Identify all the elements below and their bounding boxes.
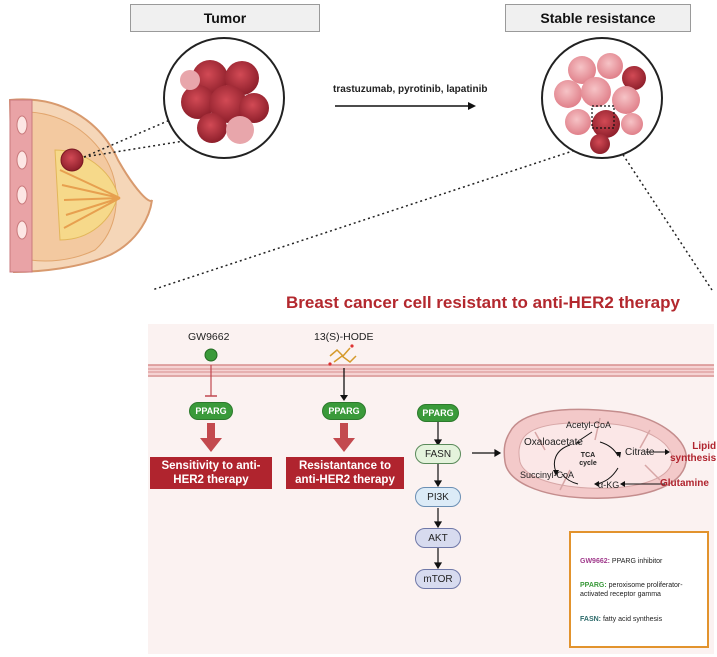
resistance-line2: anti-HER2 therapy bbox=[295, 474, 395, 486]
resistance-outcome-box: Resistantance to anti-HER2 therapy bbox=[286, 457, 404, 489]
red-arrow-middle bbox=[333, 423, 355, 452]
sensitivity-line2: HER2 therapy bbox=[173, 474, 249, 486]
resistance-line1: Resistantance to bbox=[298, 460, 392, 472]
hode-label: 13(S)-HODE bbox=[314, 331, 374, 343]
gw9662-label: GW9662 bbox=[188, 331, 230, 343]
pi3k-pill: PI3K bbox=[415, 487, 461, 507]
tca-line1: TCA bbox=[580, 452, 596, 459]
legend-fasn-desc: fatty acid synthesis bbox=[601, 616, 663, 623]
tumor-header: Tumor bbox=[130, 4, 320, 32]
fasn-pill: FASN bbox=[415, 444, 461, 464]
glutamine-label: Glutamine bbox=[660, 478, 709, 489]
resistant-cell-cluster bbox=[541, 37, 663, 159]
legend-gw9662-desc: PPARG inhibitor bbox=[609, 558, 663, 565]
acetyl-coa-label: Acetyl-CoA bbox=[566, 420, 612, 430]
legend-gw9662: GW9662: PPARG inhibitor bbox=[580, 557, 704, 566]
tca-label: TCA cycle bbox=[574, 452, 602, 468]
pparg-chain-pill: PPARG bbox=[417, 404, 459, 422]
red-arrow-left bbox=[200, 423, 222, 452]
mtor-pill: mTOR bbox=[415, 569, 461, 589]
akt-pill: AKT bbox=[415, 528, 461, 548]
lipid-line1: Lipid bbox=[692, 441, 717, 452]
pparg-left-pill: PPARG bbox=[189, 402, 233, 420]
legend-gw9662-key: GW9662: bbox=[580, 558, 610, 565]
akg-label: α-KG bbox=[598, 480, 620, 490]
hode-ligand-icon bbox=[329, 347, 357, 363]
stable-resistance-header: Stable resistance bbox=[505, 4, 691, 32]
citrate-label: Citrate bbox=[625, 447, 655, 458]
tumor-cell-cluster bbox=[163, 37, 285, 159]
breast-illustration bbox=[8, 98, 153, 274]
legend-pparg: PPARG: peroxisome proliferator-activated… bbox=[580, 581, 704, 599]
pparg-middle-pill: PPARG bbox=[322, 402, 366, 420]
lipid-line2: synthesis bbox=[670, 453, 717, 464]
gw9662-ligand-icon bbox=[204, 348, 218, 362]
legend-fasn: FASN: fatty acid synthesis bbox=[580, 615, 704, 624]
sensitivity-line1: Sensitivity to anti- bbox=[161, 460, 261, 472]
legend-box: GW9662: PPARG inhibitor PPARG: peroxisom… bbox=[569, 531, 709, 648]
legend-fasn-key: FASN: bbox=[580, 616, 601, 623]
oxaloacetate-label: Oxaloacetate bbox=[524, 437, 583, 448]
drug-list-label: trastuzumab, pyrotinib, lapatinib bbox=[333, 84, 488, 95]
lipid-synthesis-label: Lipid synthesis bbox=[670, 441, 716, 465]
succinyl-coa-label: Succinyl-CoA bbox=[520, 470, 575, 480]
legend-pparg-desc: peroxisome proliferator-activated recept… bbox=[580, 582, 683, 598]
cell-membrane bbox=[148, 364, 714, 377]
tca-line2: cycle bbox=[579, 460, 597, 467]
panel-title: Breast cancer cell resistant to anti-HER… bbox=[286, 293, 680, 312]
legend-pparg-key: PPARG: bbox=[580, 582, 607, 589]
sensitivity-outcome-box: Sensitivity to anti- HER2 therapy bbox=[150, 457, 272, 489]
